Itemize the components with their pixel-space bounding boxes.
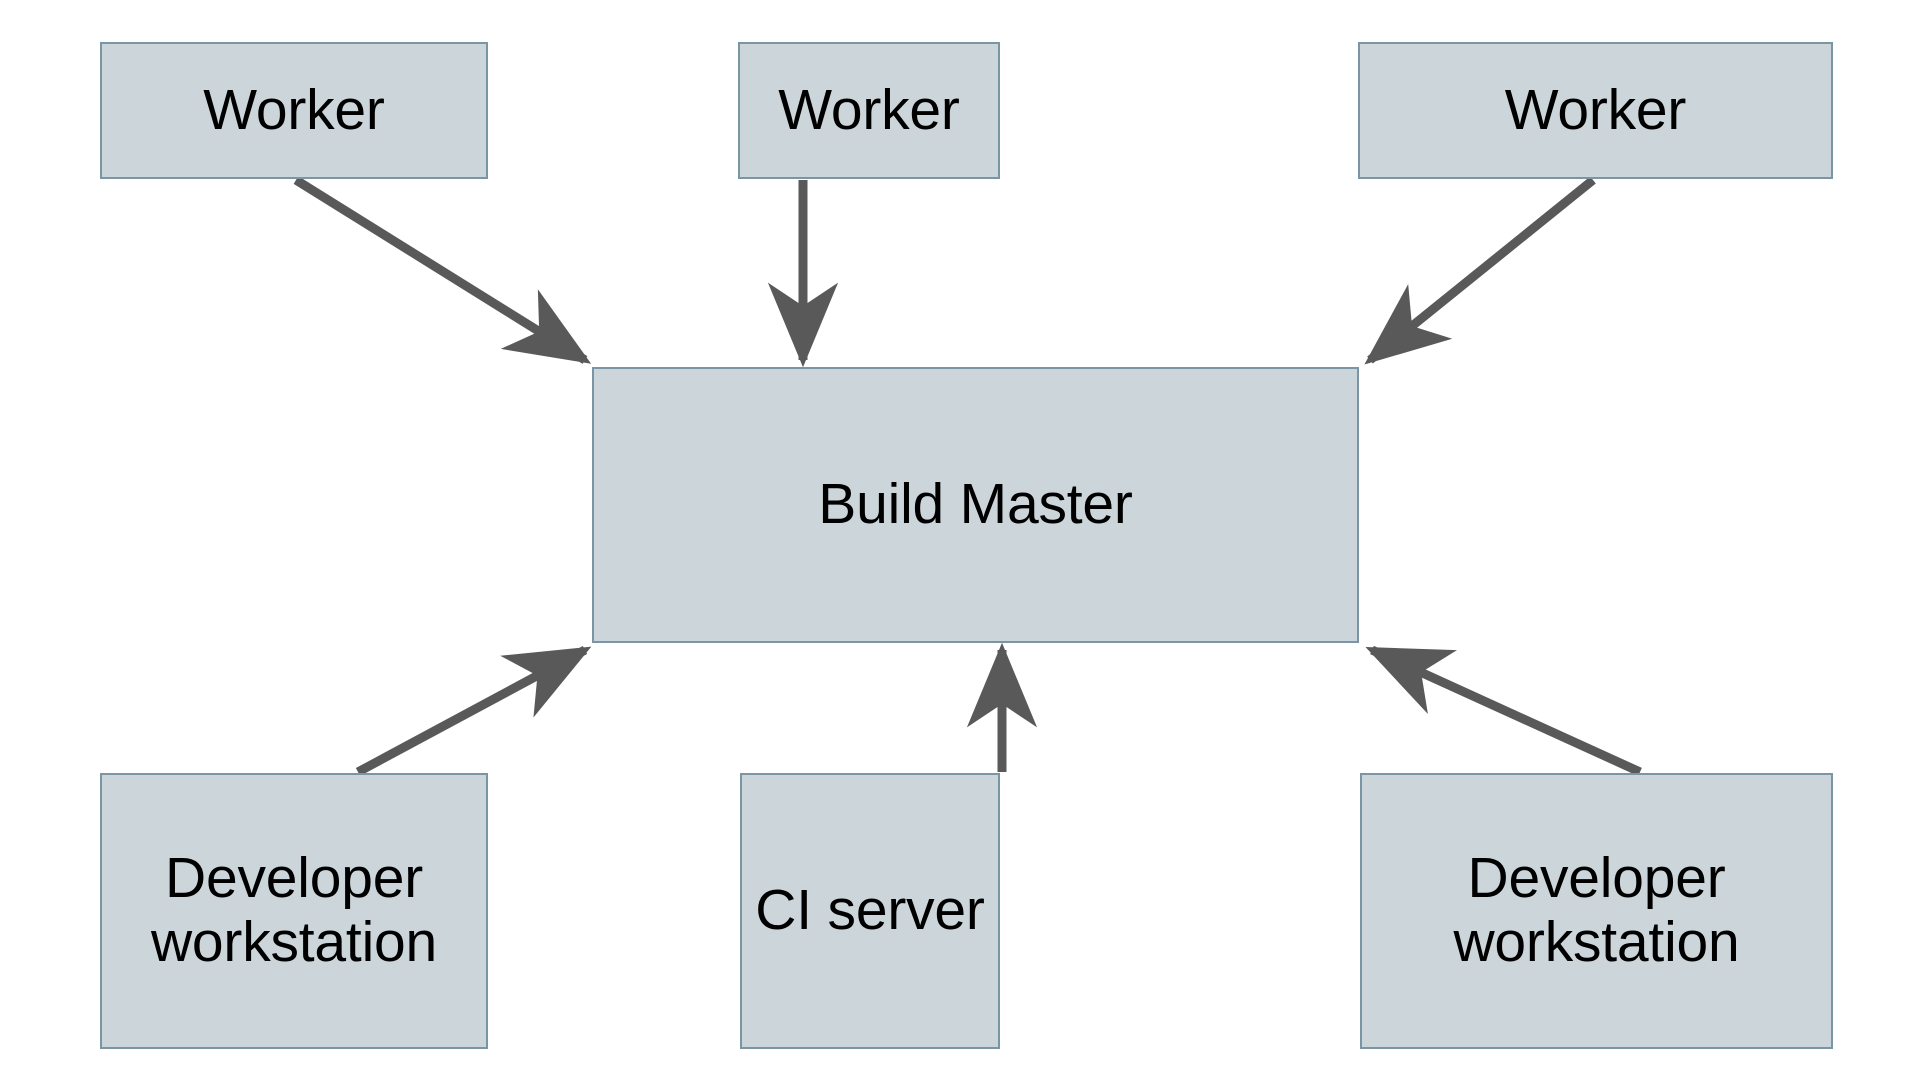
- edge-dev-right-to-master: [1365, 645, 1642, 777]
- node-build-master[interactable]: Build Master: [592, 367, 1359, 643]
- node-developer-workstation-left-label: Developer workstation: [150, 846, 438, 974]
- node-worker-middle[interactable]: Worker: [738, 42, 1000, 179]
- node-worker-right[interactable]: Worker: [1358, 42, 1833, 179]
- node-worker-right-label: Worker: [1504, 77, 1687, 142]
- node-worker-left[interactable]: Worker: [100, 42, 488, 179]
- node-build-master-label: Build Master: [818, 472, 1133, 537]
- node-developer-workstation-right-label: Developer workstation: [1453, 846, 1740, 974]
- node-developer-workstation-right[interactable]: Developer workstation: [1360, 773, 1833, 1049]
- node-worker-middle-label: Worker: [778, 77, 960, 142]
- node-ci-server-label: CI server: [755, 878, 985, 943]
- node-developer-workstation-left[interactable]: Developer workstation: [100, 773, 488, 1049]
- edge-worker-left-to-master: [293, 176, 592, 364]
- node-ci-server[interactable]: CI server: [740, 773, 1000, 1049]
- edge-worker-right-to-master: [1364, 176, 1596, 365]
- node-worker-left-label: Worker: [203, 77, 385, 142]
- edge-dev-left-to-master: [355, 646, 592, 776]
